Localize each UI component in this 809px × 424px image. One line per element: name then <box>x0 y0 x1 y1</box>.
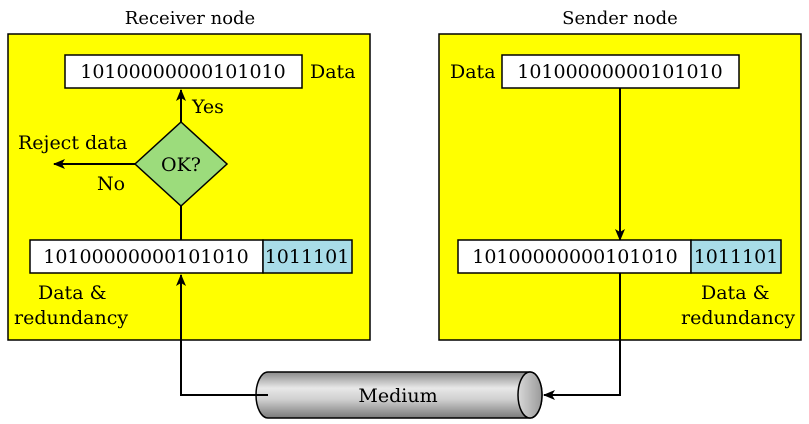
sender-codeword-redundancy-bits: 1011101 <box>694 246 779 268</box>
sender-codeword-label-line1: Data & <box>701 282 770 304</box>
reject-data-label: Reject data <box>18 132 127 154</box>
receiver-codeword-redundancy-bits: 1011101 <box>265 246 350 268</box>
receiver-codeword-data-box <box>29 239 264 274</box>
receiver-codeword-redundancy-box <box>262 239 353 274</box>
sender-data-label: Data <box>450 61 496 83</box>
sender-codeword-data-bits: 10100000000101010 <box>472 246 678 268</box>
sender-codeword-redundancy-box <box>690 239 782 274</box>
ok-decision-label: OK? <box>161 154 201 176</box>
sender-node-title: Sender node <box>562 8 678 29</box>
sender-data-box <box>501 54 740 89</box>
sender-to-medium-arrow <box>543 273 621 400</box>
yes-label: Yes <box>191 96 224 118</box>
medium-cylinder <box>255 371 543 419</box>
receiver-data-bits: 10100000000101010 <box>80 61 286 83</box>
medium-to-receiver-arrow <box>176 274 268 396</box>
receiver-data-box <box>64 54 303 89</box>
sender-data-bits: 10100000000101010 <box>517 61 723 83</box>
medium-label: Medium <box>358 385 437 407</box>
receiver-data-label: Data <box>310 61 356 83</box>
no-label: No <box>97 173 125 195</box>
sender-codeword-label-line2: redundancy <box>681 307 795 329</box>
receiver-codeword-label-line2: redundancy <box>14 307 128 329</box>
receiver-codeword-label-line1: Data & <box>38 282 107 304</box>
receiver-node-title: Receiver node <box>125 8 255 29</box>
sender-codeword-data-box <box>457 239 692 274</box>
receiver-codeword-data-bits: 10100000000101010 <box>43 246 249 268</box>
